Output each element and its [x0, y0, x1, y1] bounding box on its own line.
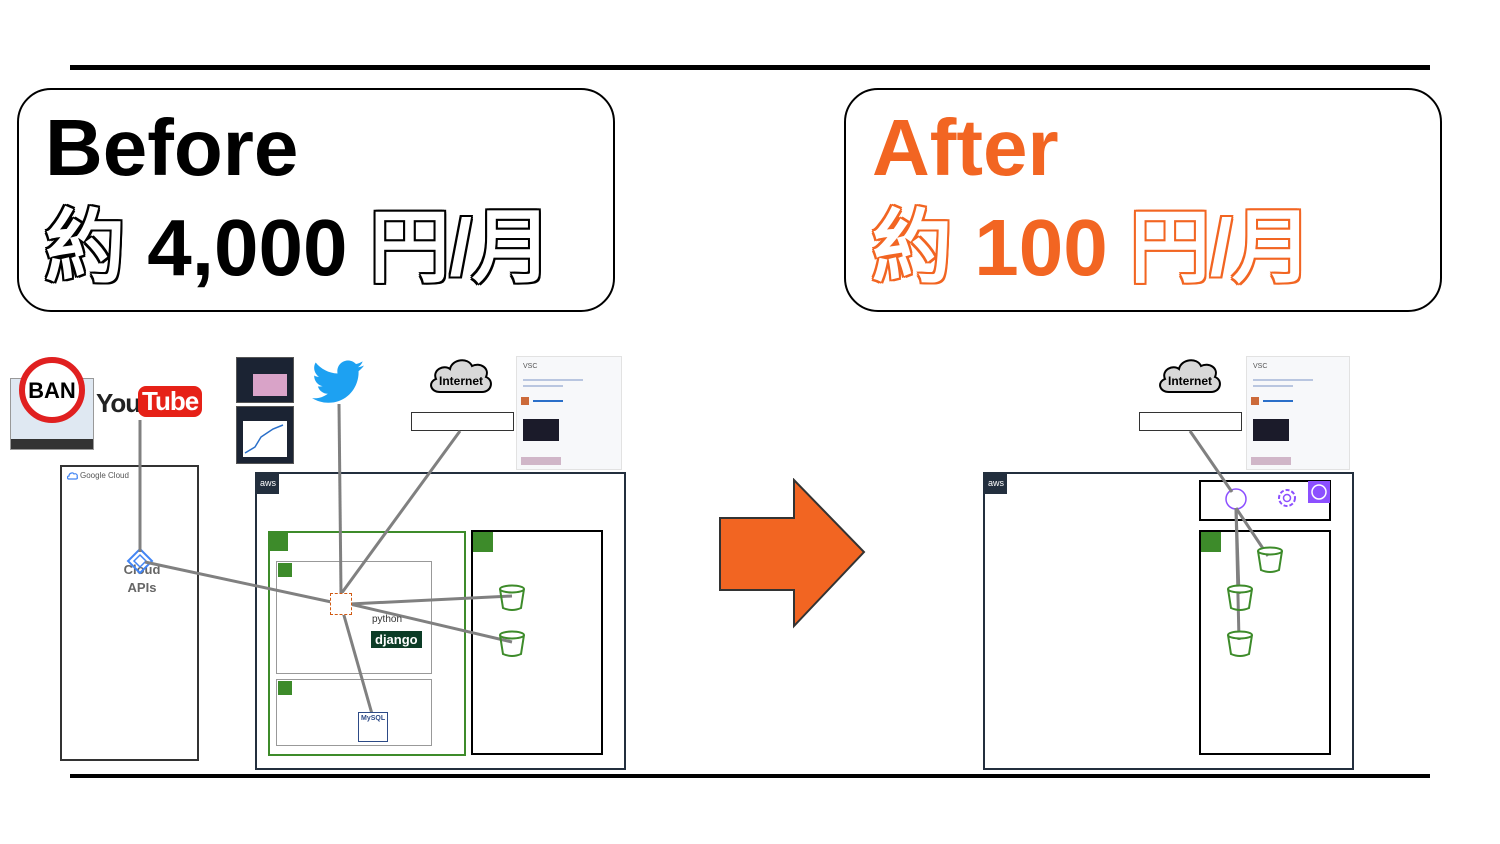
python-logo: python: [372, 614, 403, 625]
internet-label-after: Internet: [1168, 374, 1212, 388]
after-unit: 円/月: [1129, 203, 1313, 292]
ec2-chip-icon: [330, 593, 352, 615]
arrow-right-icon: [719, 478, 866, 629]
django-logo: django: [371, 631, 422, 648]
s3-group-icon: [1201, 532, 1221, 552]
internet-cloud-icon: Internet: [1159, 359, 1221, 393]
gateway-box: [411, 412, 514, 431]
cloudfront-icon: [1308, 481, 1330, 503]
s3-bucket-icon: [1227, 630, 1253, 657]
website-title: VSC: [1253, 363, 1268, 370]
after-title: After: [872, 103, 1059, 192]
ban-label: BAN: [28, 378, 76, 403]
after-price: 約 100 円/月: [872, 208, 1312, 288]
s3-group-icon: [473, 532, 493, 552]
website-thumbnail: VSC: [516, 356, 622, 470]
google-cloud-label: Google Cloud: [80, 471, 129, 480]
before-unit: 円/月: [369, 203, 552, 292]
after-panel: After 約 100 円/月: [844, 88, 1442, 312]
youtube-logo: You Tube: [96, 386, 203, 422]
s3-bucket-icon: [499, 630, 525, 657]
ban-sign-icon: BAN: [19, 357, 85, 423]
public-subnet-box: [276, 561, 432, 674]
mysql-label: MySQL: [361, 715, 386, 722]
twitter-bird-icon: [312, 360, 364, 403]
google-cloud-icon: [67, 472, 78, 480]
before-panel: Before 約 4,000 円/月: [17, 88, 615, 312]
s3-box: [471, 530, 603, 755]
vpc-icon: [270, 533, 288, 551]
lock-icon: [278, 681, 292, 695]
after-prefix: 約: [872, 203, 952, 292]
top-rule: [70, 65, 1430, 70]
website-thumbnail: VSC: [1246, 356, 1350, 470]
lock-icon: [278, 563, 292, 577]
cloud-apis-icon: [126, 547, 154, 575]
s3-bucket-icon: [499, 584, 525, 611]
vpc-box: [268, 531, 466, 756]
s3-bucket-icon: [1227, 584, 1253, 611]
gear-icon: [1278, 489, 1296, 507]
youtube-you: You: [96, 388, 141, 418]
aws-logo: aws: [985, 474, 1007, 494]
before-prefix: 約: [45, 203, 125, 292]
after-amount: 100: [974, 203, 1108, 292]
tweet-thumbnail-1: [236, 357, 294, 403]
internet-label: Internet: [439, 374, 483, 388]
internet-cloud-icon: Internet: [430, 359, 492, 393]
before-price: 約 4,000 円/月: [45, 208, 552, 288]
tweet-thumbnail-2: [236, 406, 294, 464]
s3-box: [1199, 530, 1331, 755]
before-title: Before: [45, 103, 299, 192]
private-subnet-box: [276, 679, 432, 746]
website-title: VSC: [523, 363, 538, 370]
before-amount: 4,000: [147, 203, 348, 292]
gateway-box: [1139, 412, 1242, 431]
aws-logo: aws: [257, 474, 279, 494]
aws-cloud-box: aws: [255, 472, 626, 770]
bottom-rule: [70, 774, 1430, 778]
mysql-db-icon: MySQL: [358, 712, 388, 742]
s3-bucket-icon: [1257, 546, 1283, 573]
aws-cloud-box: aws: [983, 472, 1354, 770]
youtube-tube: Tube: [138, 386, 203, 417]
